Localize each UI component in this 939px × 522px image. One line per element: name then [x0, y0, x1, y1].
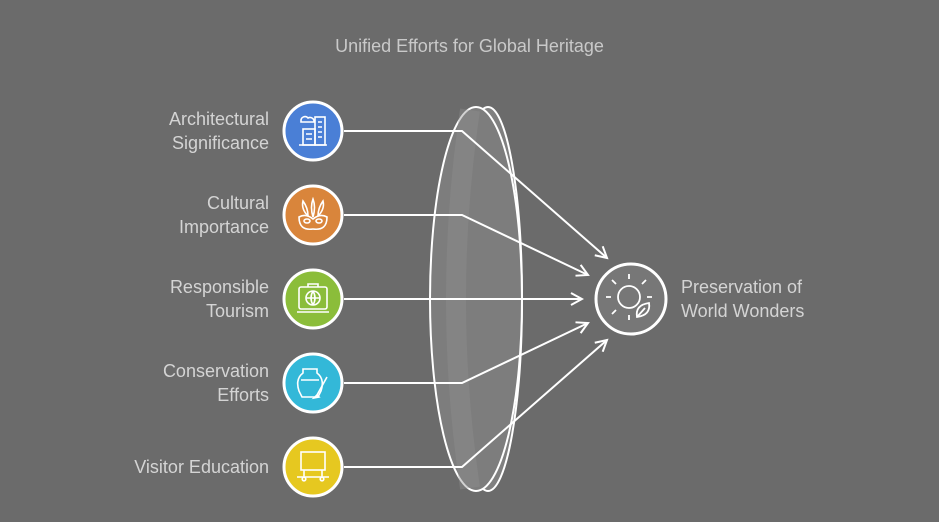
vase-brush-icon: [282, 352, 344, 414]
buildings-icon: [282, 100, 344, 162]
label-visitor-education: Visitor Education: [69, 455, 269, 479]
label-line: Significance: [171, 133, 269, 153]
mask-icon: [282, 184, 344, 246]
label-cultural-importance: Cultural Importance: [69, 191, 269, 239]
sun-leaf-icon: [594, 262, 668, 336]
label-line: Responsible: [169, 277, 269, 297]
connector-cultural: [344, 214, 588, 275]
diagram-title: Unified Efforts for Global Heritage: [335, 36, 604, 56]
label-line: Architectural: [168, 109, 269, 129]
label-conservation-efforts: Conservation Efforts: [69, 359, 269, 407]
label-preservation-of-world-wonders: Preservation of World Wonders: [681, 275, 901, 323]
label-line: World Wonders: [681, 301, 805, 321]
label-line: Conservation: [162, 361, 269, 381]
connector-education: [344, 340, 607, 468]
label-architectural-significance: Architectural Significance: [69, 107, 269, 155]
input-connectors: [344, 130, 607, 468]
label-line: Visitor Education: [134, 457, 269, 477]
label-line: Tourism: [205, 301, 269, 321]
whiteboard-icon: [282, 436, 344, 498]
label-line: Efforts: [217, 385, 269, 405]
label-line: Preservation of: [681, 277, 803, 297]
label-line: Cultural: [206, 193, 269, 213]
connector-conservation: [344, 323, 588, 384]
label-line: Importance: [178, 217, 269, 237]
connector-architectural: [344, 130, 607, 258]
globe-suitcase-icon: [282, 268, 344, 330]
label-responsible-tourism: Responsible Tourism: [69, 275, 269, 323]
